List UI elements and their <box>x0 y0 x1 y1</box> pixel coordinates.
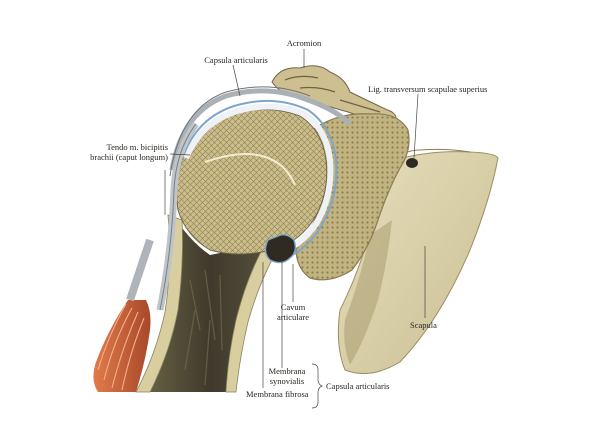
synovial-membrane-line <box>183 99 338 259</box>
label-membrana-synovialis: Membrana synovialis <box>262 366 312 386</box>
label-tendo-line1: Tendo m. bicipitis <box>106 142 169 152</box>
label-cavum-line2: articulare <box>276 312 310 322</box>
humerus-cortex-right <box>225 249 275 393</box>
label-membrana-fibrosa: Membrana fibrosa <box>246 389 309 399</box>
label-capsula-articularis-top: Capsula articularis <box>204 55 268 65</box>
joint-capsule-edge <box>169 86 311 177</box>
joint-capsule <box>169 88 352 171</box>
tendon-sheath <box>126 238 154 302</box>
suprascapular-notch <box>406 158 418 168</box>
label-capsula-articularis-bracket: Capsula articularis <box>326 381 390 391</box>
label-tendo-line2: brachii (caput longum) <box>90 152 168 162</box>
label-membrana-synovialis-line2: synovialis <box>269 376 305 386</box>
biceps-tendon-edge <box>159 123 197 311</box>
leader-lig-transversum <box>413 93 419 159</box>
biceps-muscle <box>93 300 151 392</box>
articular-cartilage <box>183 103 334 255</box>
label-membrana-synovialis-line1: Membrana <box>268 366 306 376</box>
humerus-marrow-streaks <box>184 269 223 386</box>
label-lig-transversum: Lig. transversum scapulae superius <box>368 84 488 94</box>
epiphyseal-line <box>204 153 296 186</box>
label-tendo-biceps: Tendo m. bicipitis brachii (caput longum… <box>70 142 168 162</box>
humeral-head <box>176 108 328 255</box>
leader-tendo <box>169 153 191 156</box>
label-scapula: Scapula <box>410 320 437 330</box>
leader-lines <box>164 49 426 409</box>
scapula-shadow <box>344 220 392 365</box>
articular-recess <box>264 233 297 264</box>
biceps-muscle-fibers <box>97 303 145 391</box>
capsula-bracket-brace <box>311 363 323 409</box>
label-acromion: Acromion <box>286 38 322 48</box>
label-cavum-line1: Cavum <box>280 302 306 312</box>
leader-capsula-top <box>232 64 241 97</box>
acromion-texture <box>284 75 381 113</box>
label-cavum-articulare: Cavum articulare <box>270 302 316 322</box>
